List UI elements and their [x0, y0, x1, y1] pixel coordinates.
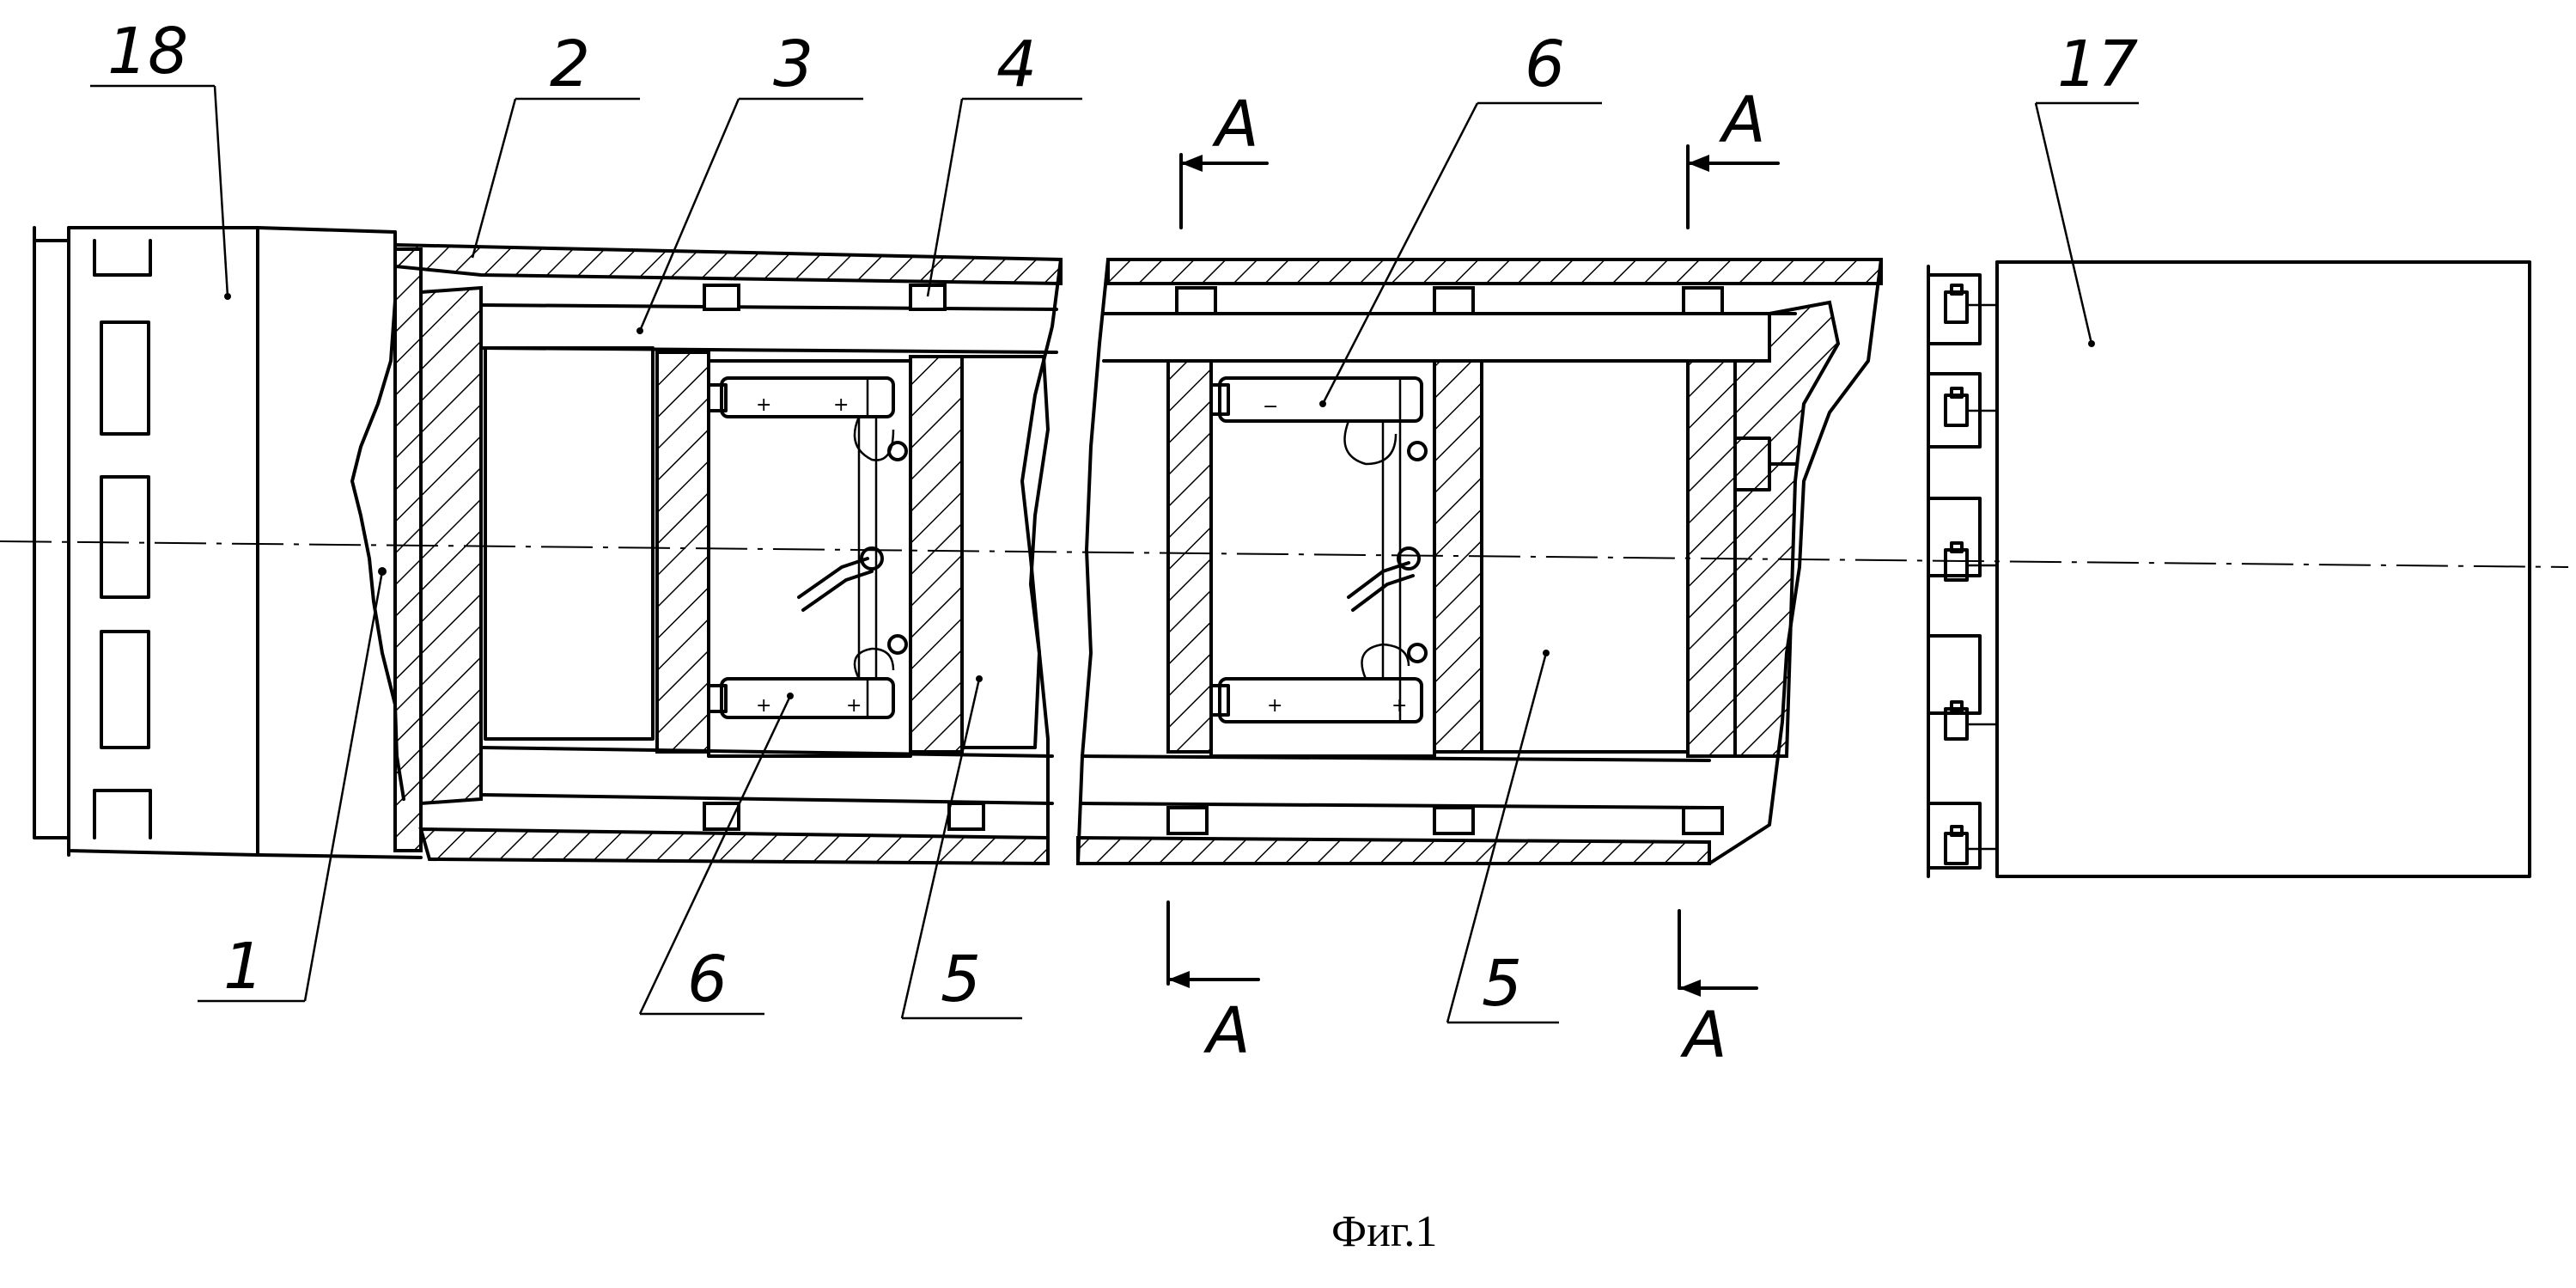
bolt — [1946, 388, 1997, 425]
section-label-a: A — [1212, 88, 1259, 162]
bolt — [1946, 702, 1997, 739]
plus-sign: + — [846, 695, 862, 717]
casing-top-left — [395, 245, 1061, 284]
center-axis — [0, 541, 2568, 567]
figure-caption: Фиг.1 — [1331, 1207, 1437, 1256]
label-6-top: 6 — [1525, 27, 1565, 101]
plus-sign: + — [1267, 695, 1282, 717]
label-2: 2 — [550, 27, 590, 101]
plus-sign: + — [756, 394, 771, 416]
minus-sign: − — [1263, 396, 1278, 418]
bolt — [1946, 827, 1997, 864]
left-module — [395, 245, 1061, 864]
plus-sign: + — [756, 695, 771, 717]
label-5-right: 5 — [1482, 947, 1522, 1021]
label-6-bottom: 6 — [687, 943, 728, 1016]
right-module — [1078, 259, 1881, 864]
wall-1 — [352, 232, 421, 851]
label-4: 4 — [996, 27, 1037, 101]
label-17: 17 — [2057, 27, 2138, 101]
label-18: 18 — [107, 15, 188, 89]
label-3: 3 — [773, 27, 813, 101]
plus-sign: + — [1392, 695, 1407, 717]
connector-flange — [1928, 262, 1997, 876]
end-unit-17 — [1997, 262, 2530, 876]
section-label-a: A — [1680, 998, 1727, 1072]
label-1: 1 — [223, 930, 264, 1004]
label-5-left: 5 — [941, 943, 981, 1016]
section-label-a: A — [1203, 994, 1251, 1068]
section-label-a: A — [1719, 83, 1766, 157]
bolt — [1946, 285, 1997, 322]
plus-sign: + — [833, 394, 849, 416]
casing-bottom-left — [421, 829, 1048, 864]
